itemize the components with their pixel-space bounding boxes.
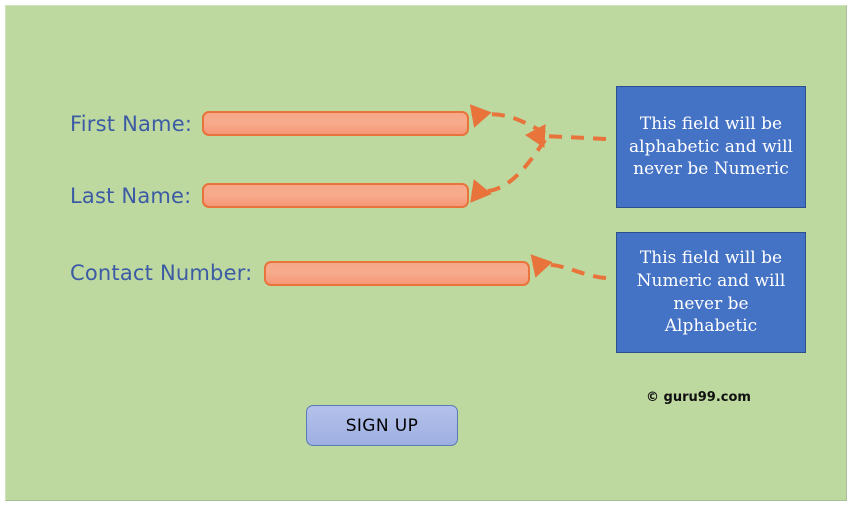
callout-alphabetic-line-1: This field will be (639, 113, 783, 134)
label-last-name: Last Name: (70, 184, 192, 208)
callout-numeric-line-2: Numeric and will (636, 270, 786, 291)
input-contact-number[interactable] (264, 261, 530, 286)
callout-numeric-line-4: Alphabetic (664, 316, 758, 337)
callout-numeric: This field will be Numeric and will neve… (616, 232, 806, 353)
watermark-guru99: © guru99.com (646, 390, 751, 405)
signup-form-panel: First Name: Last Name: Contact Number: T… (5, 5, 847, 501)
callout-alphabetic-line-3: never be Numeric (633, 159, 789, 180)
input-last-name[interactable] (202, 183, 469, 208)
callout-alphabetic-line-2: alphabetic and will (629, 136, 793, 157)
callout-alphabetic: This field will be alphabetic and will n… (616, 86, 806, 208)
label-contact-number: Contact Number: (70, 261, 253, 285)
label-first-name: First Name: (70, 112, 193, 136)
callout-numeric-line-3: never be (673, 293, 749, 314)
input-first-name[interactable] (202, 111, 469, 136)
callout-numeric-line-1: This field will be (639, 247, 783, 268)
sign-up-button[interactable]: SIGN UP (306, 405, 458, 446)
